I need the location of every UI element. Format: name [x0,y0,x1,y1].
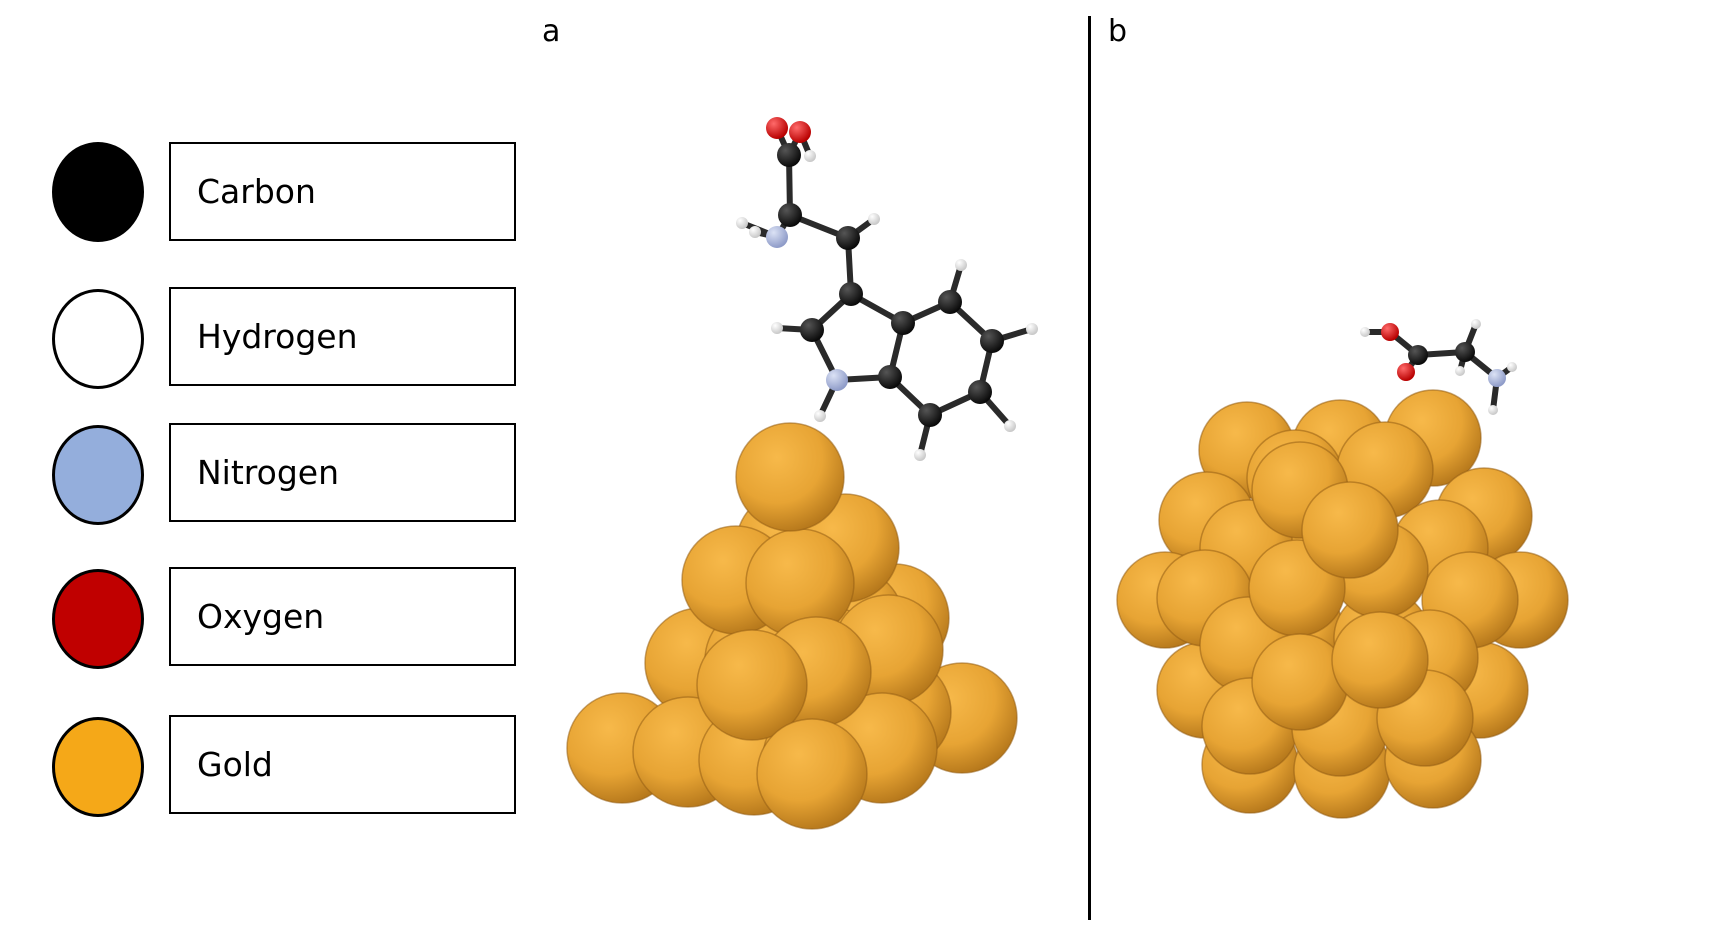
carbon-atom [968,380,992,404]
legend-label-gold: Gold [169,715,516,814]
carbon-atom [778,203,802,227]
legend-label-nitrogen: Nitrogen [169,423,516,522]
gold-cluster-a [566,422,1018,830]
hydrogen-atom [1455,366,1465,376]
hydrogen-atom [1360,327,1370,337]
legend-label-carbon: Carbon [169,142,516,241]
gold-atom [1301,481,1399,579]
hydrogen-atom [814,410,826,422]
gold-swatch-icon [52,717,144,817]
gold-cluster-b [1116,389,1569,819]
carbon-atom [891,311,915,335]
legend-label-hydrogen: Hydrogen [169,287,516,386]
carbon-atom [980,329,1004,353]
legend-label-oxygen: Oxygen [169,567,516,666]
nitrogen-atom [766,226,788,248]
carbon-atom [777,143,801,167]
oxygen-swatch-icon [52,569,144,669]
carbon-atom [1408,345,1428,365]
hydrogen-atom [1471,319,1481,329]
hydrogen-atom [749,226,761,238]
glycine-molecule [1360,319,1517,415]
panel-divider [1088,16,1091,920]
hydrogen-atom [1488,405,1498,415]
carbon-atom [938,290,962,314]
gold-atom [696,629,808,741]
hydrogen-atom [914,449,926,461]
hydrogen-atom [804,150,816,162]
tryptophan-molecule [736,117,1038,461]
panel-b-label: b [1108,14,1128,49]
nitrogen-atom [826,369,848,391]
hydrogen-atom [955,259,967,271]
hydrogen-atom [1004,420,1016,432]
oxygen-atom [1381,323,1399,341]
carbon-swatch-icon [52,142,144,242]
hydrogen-atom [1507,362,1517,372]
gold-atom [1331,611,1429,709]
hydrogen-atom [771,322,783,334]
hydrogen-atom [736,217,748,229]
hydrogen-swatch-icon [52,289,144,389]
carbon-atom [800,318,824,342]
nitrogen-atom [1488,369,1506,387]
carbon-atom [878,365,902,389]
oxygen-atom [766,117,788,139]
carbon-atom [918,403,942,427]
hydrogen-atom [868,213,880,225]
panel-a-label: a [542,14,561,49]
gold-atom [735,422,845,532]
nitrogen-swatch-icon [52,425,144,525]
carbon-atom [836,226,860,250]
gold-atom [756,718,868,830]
carbon-atom [839,282,863,306]
oxygen-atom [1397,363,1415,381]
oxygen-atom [789,121,811,143]
carbon-atom [1455,342,1475,362]
hydrogen-atom [1026,323,1038,335]
